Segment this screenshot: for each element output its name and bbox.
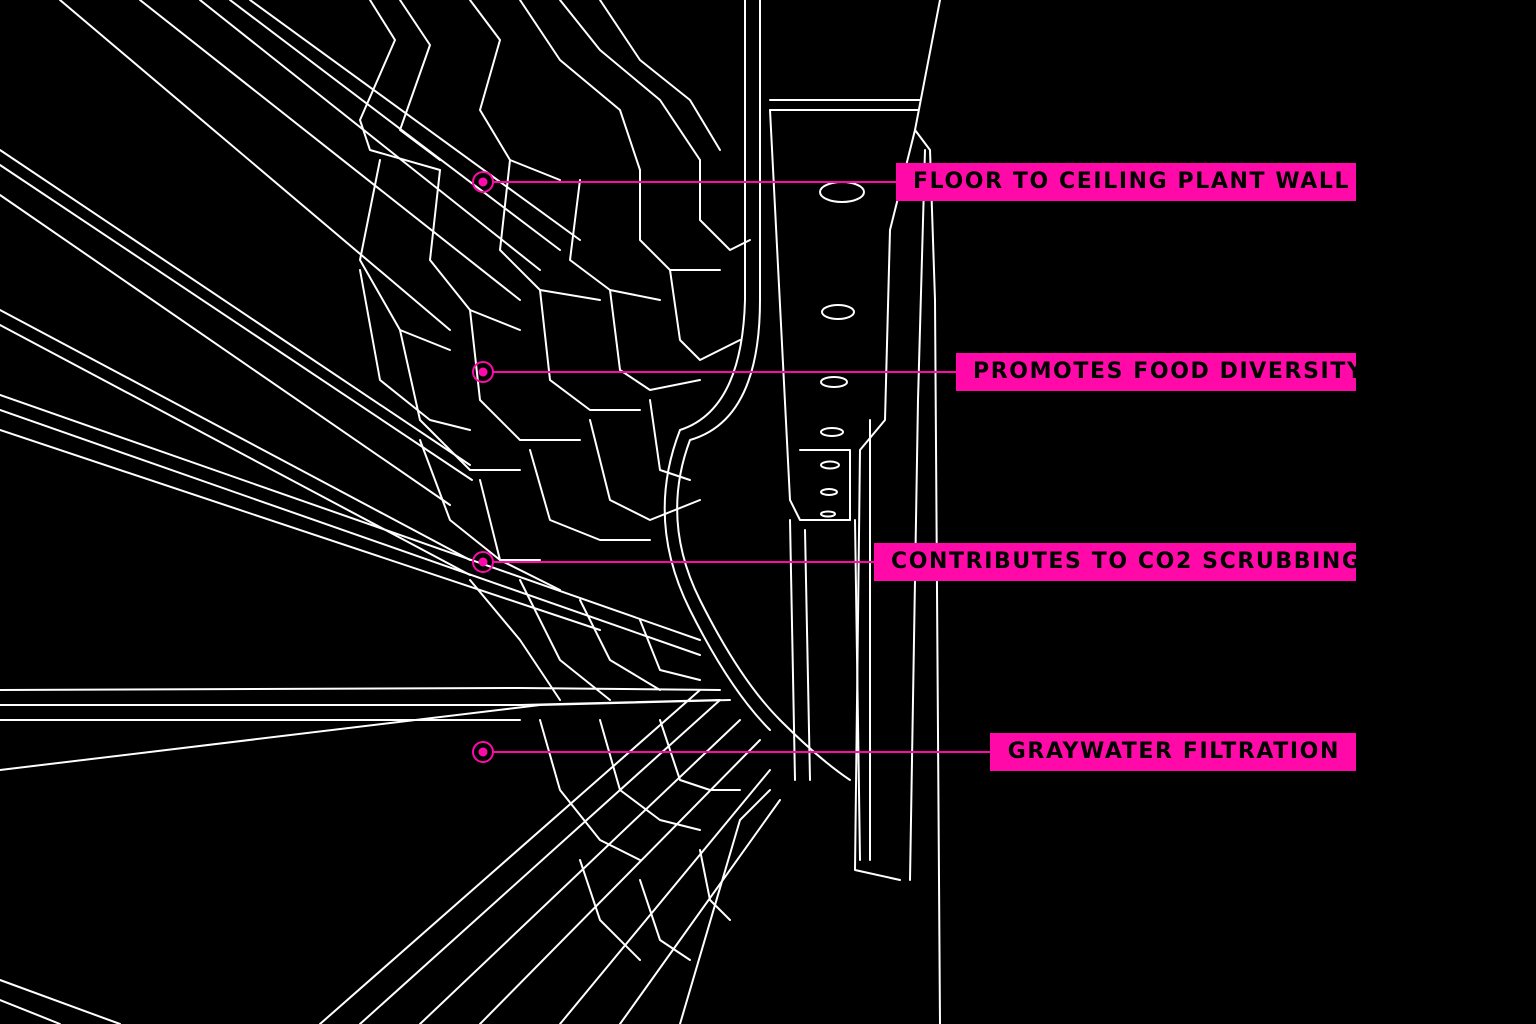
callout-marker-co2-scrubbing (472, 551, 875, 573)
callout-label-co2-scrubbing: CONTRIBUTES TO CO2 SCRUBBING (874, 543, 1360, 581)
callout-label-graywater: GRAYWATER FILTRATION (990, 733, 1356, 771)
plant-wall-panels (359, 0, 851, 961)
callout-label-plant-wall: FLOOR TO CEILING PLANT WALL (896, 163, 1356, 201)
ceiling-and-wall (0, 0, 941, 1024)
callout-marker-graywater (472, 741, 991, 763)
callout-marker-food-diversity (472, 361, 957, 383)
perspective-rails (0, 0, 781, 1024)
callout-marker-plant-wall (472, 171, 897, 193)
callout-label-food-diversity: PROMOTES FOOD DIVERSITY (956, 353, 1363, 391)
